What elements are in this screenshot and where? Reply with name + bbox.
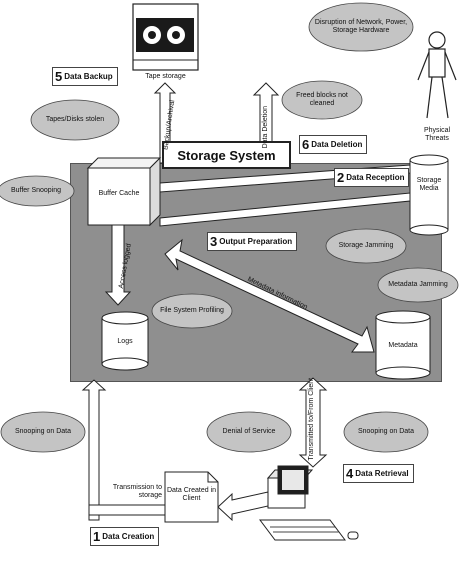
threat-snooping-right: Snooping on Data — [357, 427, 415, 435]
threat-snooping-left: Snooping on Data — [14, 427, 72, 435]
threat-disruption: Disruption of Network, Power, Storage Ha… — [314, 18, 408, 34]
cloud-tapes-stolen — [30, 99, 120, 141]
threat-fs-profiling: File System Profiling — [160, 306, 224, 314]
step-6-number: 6 — [302, 137, 310, 152]
step-1-label: 1 Data Creation — [90, 527, 160, 546]
cloud-denial — [206, 411, 292, 453]
flow-transmission-label: Transmission to storage — [112, 484, 162, 500]
cloud-storage-jamming — [325, 228, 407, 264]
client-document-label: Data Created in Client — [166, 487, 217, 503]
threat-denial-of-service: Denial of Service — [222, 427, 276, 435]
storage-media-cylinder — [409, 154, 449, 236]
cloud-metadata-jamming — [377, 267, 459, 303]
cloud-snooping-left — [0, 411, 86, 453]
step-2-number: 2 — [337, 170, 345, 185]
step-5-number: 5 — [55, 69, 63, 84]
cloud-freed-blocks — [281, 80, 363, 120]
step-3-label: 3 Output Preparation — [207, 232, 298, 251]
logs-label: Logs — [117, 338, 133, 345]
step-5-label: 5 Data Backup — [52, 67, 118, 86]
cloud-disruption — [308, 2, 414, 52]
tape-storage-label: Tape storage — [145, 73, 186, 80]
page-title: Storage System — [162, 141, 291, 169]
step-4-number: 4 — [346, 466, 354, 481]
flow-transmitted-label: Transmitted to/From Client — [307, 377, 315, 461]
threat-storage-jamming: Storage Jamming — [338, 241, 394, 249]
physical-threat-figure — [417, 31, 457, 119]
threat-freed-blocks: Freed blocks not cleaned — [296, 91, 348, 107]
threat-tapes-stolen: Tapes/Disks stolen — [45, 115, 105, 123]
step-3-text: Output Preparation — [219, 237, 293, 246]
cloud-buffer-snooping — [0, 175, 75, 207]
tape-storage-device — [132, 3, 199, 71]
metadata-cylinder — [375, 310, 431, 380]
step-2-text: Data Reception — [346, 173, 405, 182]
step-4-label: 4 Data Retrieval — [343, 464, 414, 483]
metadata-arrow — [164, 238, 375, 353]
threat-metadata-jamming: Metadata Jamming — [388, 280, 448, 288]
step-6-text: Data Deletion — [311, 140, 363, 149]
step-5-text: Data Backup — [64, 72, 113, 81]
client-document — [164, 471, 219, 523]
buffer-cache-cube — [86, 156, 162, 227]
step-2-label: 2 Data Reception — [334, 168, 410, 187]
step-3-number: 3 — [210, 234, 218, 249]
physical-threats-label: Physical Threats — [423, 127, 451, 143]
buffer-cache-label: Buffer Cache — [98, 190, 140, 197]
logs-cylinder — [101, 311, 149, 371]
step-6-label: 6 Data Deletion — [299, 135, 368, 154]
cloud-fs-profiling — [151, 293, 233, 329]
metadata-label: Metadata — [388, 342, 418, 349]
step-1-text: Data Creation — [102, 532, 155, 541]
computer-icon — [259, 465, 359, 541]
flow-deletion-label: Data Deletion — [261, 105, 269, 149]
cloud-snooping-right — [343, 411, 429, 453]
step-4-text: Data Retrieval — [355, 469, 409, 478]
storage-media-label: Storage Media — [416, 177, 442, 193]
step-1-number: 1 — [93, 529, 101, 544]
threat-buffer-snooping: Buffer Snooping — [10, 186, 62, 194]
